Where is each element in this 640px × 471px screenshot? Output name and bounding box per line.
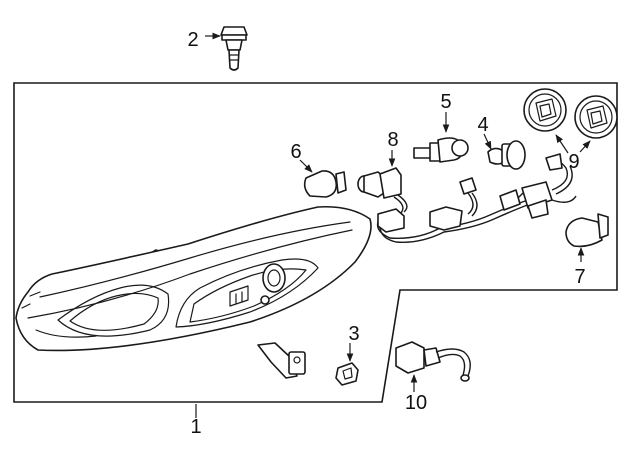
callout-5: 5 <box>440 91 451 113</box>
harness-connector[interactable] <box>395 341 471 382</box>
headlamp-bulb[interactable] <box>413 137 469 163</box>
callout-8: 8 <box>387 129 398 151</box>
callout-1: 1 <box>190 416 201 438</box>
leader-arrow-9b <box>579 140 591 153</box>
callout-4: 4 <box>477 114 488 136</box>
small-bulb[interactable] <box>487 140 526 170</box>
callout-7: 7 <box>574 266 585 288</box>
callout-9: 9 <box>568 151 579 173</box>
access-covers[interactable] <box>523 88 618 139</box>
callout-2: 2 <box>187 29 198 51</box>
callout-10: 10 <box>405 392 427 414</box>
callout-6: 6 <box>290 141 301 163</box>
turn-signal-bulb[interactable] <box>565 213 609 248</box>
mounting-bolt[interactable] <box>220 26 248 71</box>
headlamp-assembly[interactable] <box>15 205 372 379</box>
callout-3: 3 <box>348 323 359 345</box>
leader-arrow-4 <box>483 133 492 150</box>
leader-arrow-6 <box>299 159 313 173</box>
side-marker-bulb[interactable] <box>303 170 347 198</box>
retainer-clip[interactable] <box>335 362 359 386</box>
wiring-harness[interactable] <box>376 153 577 243</box>
leader-arrow-9a <box>555 134 569 154</box>
socket[interactable] <box>357 167 402 199</box>
assembly-frame <box>13 82 618 403</box>
